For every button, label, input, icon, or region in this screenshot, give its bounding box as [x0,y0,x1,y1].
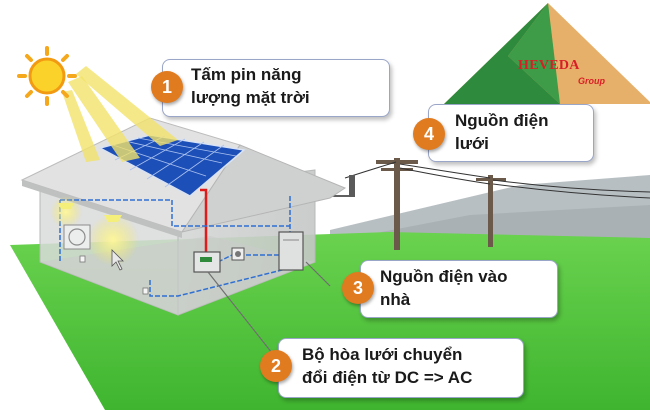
meter-icon [231,247,245,261]
outlet-icon [142,287,149,295]
callout-number-badge-4: 4 [413,118,445,150]
inverter-icon [193,251,221,273]
callout-house-supply-line-2: nhà [380,290,411,309]
callout-leaders [207,261,331,359]
callout-grid-source-line-2: lưới [455,134,489,153]
callout-inverter-line-1: Bộ hòa lưới chuyển [302,345,463,364]
callout-number-badge-3: 3 [342,272,374,304]
roof-gable [180,144,347,233]
callout-number-badge-2: 2 [260,350,292,382]
pointer-glyph [111,249,124,271]
callout-house-supply [360,260,558,318]
brand-logo [444,3,650,104]
callout-house-supply-line-1: Nguồn điện vào [380,267,508,286]
sun-icon [17,46,77,106]
callout-grid-source-line-1: Nguồn điện [455,111,549,130]
sun-rays [62,66,178,162]
brand-logo-name: HEVEDA [518,58,580,73]
brand-logo-sub: Group [578,76,605,86]
callout-number-badge-1: 1 [151,71,183,103]
outlet-icon [79,255,86,263]
solar-panel-icon [97,134,246,197]
callout-grid-source [428,104,594,162]
distribution-panel-icon [278,231,304,271]
callout-inverter [278,338,524,398]
lamp-icon [50,196,139,266]
dc-wire [200,188,208,258]
air-conditioner-icon [63,224,91,250]
callout-solar-panel-line-1: Tấm pin năng [191,65,302,84]
callout-solar-panel [162,59,390,117]
service-mast [349,175,355,197]
callout-solar-panel-line-2: lượng mặt trời [191,88,310,107]
roof-edge [22,180,182,238]
callout-inverter-line-2: đổi điện từ DC => AC [302,368,473,387]
